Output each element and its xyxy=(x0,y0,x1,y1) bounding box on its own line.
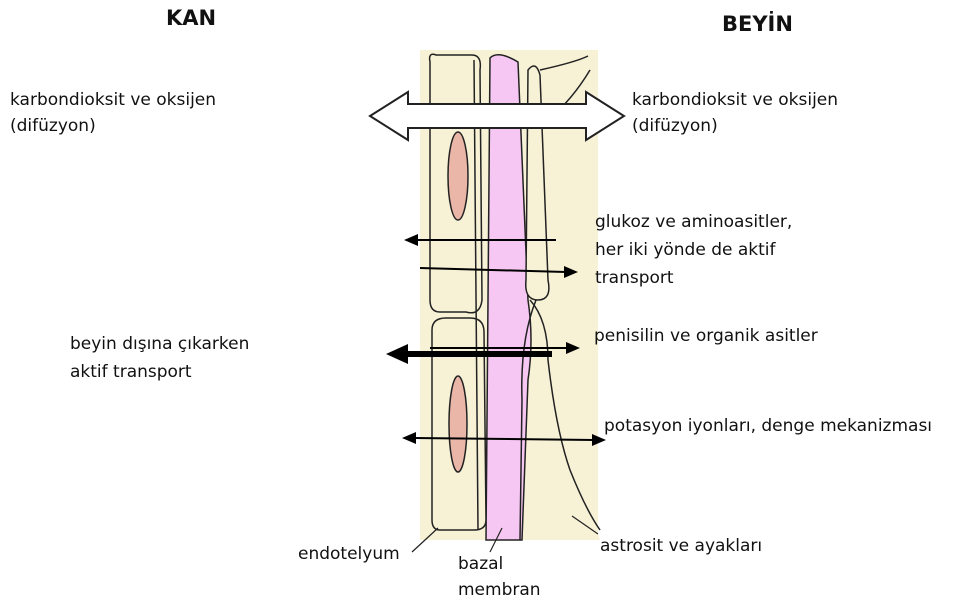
label-co2-left-1: karbondioksit ve oksijen xyxy=(10,88,216,112)
label-co2-right-2: (difüzyon) xyxy=(632,114,718,138)
label-active-2: aktif transport xyxy=(70,360,192,384)
label-basal-1: bazal xyxy=(458,552,503,576)
label-basal-2: membran xyxy=(458,578,541,602)
label-co2-right-1: karbondioksit ve oksijen xyxy=(632,88,838,112)
label-glucose-3: transport xyxy=(595,266,674,290)
label-penicillin: penisilin ve organik asitler xyxy=(594,324,818,348)
glucose-arrow-left-head xyxy=(404,234,418,246)
label-glucose-2: her iki yönde de aktif xyxy=(595,238,776,262)
label-co2-left-2: (difüzyon) xyxy=(10,114,96,138)
active-transport-arrow-head xyxy=(386,344,408,364)
label-potassium: potasyon iyonları, denge mekanizması xyxy=(604,414,932,438)
nucleus-upper xyxy=(448,132,468,220)
label-glucose-1: glukoz ve aminoasitler, xyxy=(595,210,792,234)
label-active-1: beyin dışına çıkarken xyxy=(70,332,249,356)
label-astrocyte: astrosit ve ayakları xyxy=(600,534,762,558)
potassium-arrow-head-left xyxy=(402,432,416,444)
label-endothelium: endotelyum xyxy=(298,542,400,566)
nucleus-lower xyxy=(449,376,467,472)
